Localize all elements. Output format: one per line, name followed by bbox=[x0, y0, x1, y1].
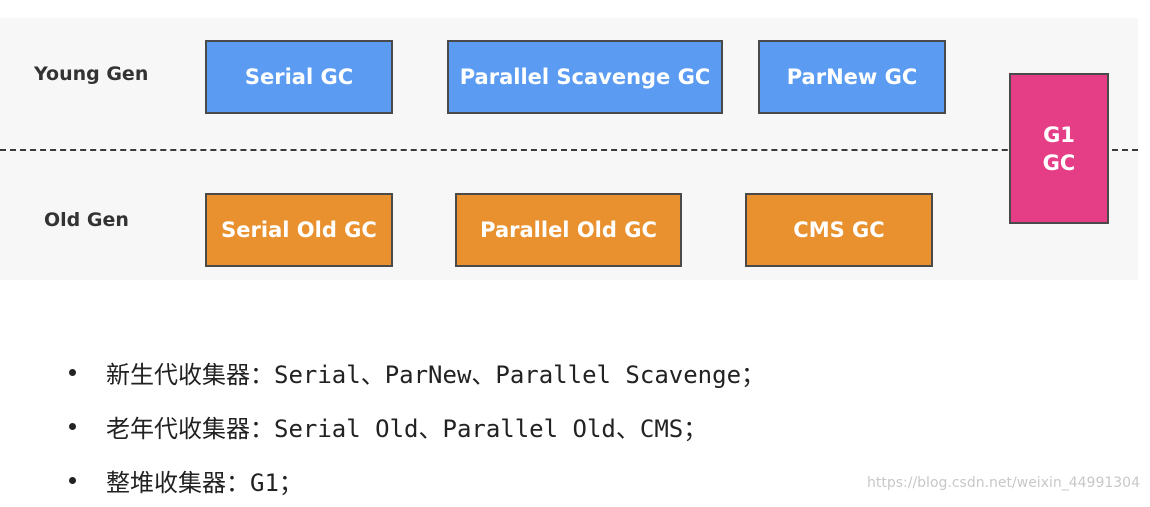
g1-gc-line1: G1 bbox=[1043, 122, 1075, 147]
generation-divider bbox=[0, 149, 1138, 151]
g1-gc-box: G1 GC bbox=[1009, 73, 1109, 224]
collector-summary-list: 新生代收集器：Serial、ParNew、Parallel Scavenge； … bbox=[60, 345, 765, 507]
serial-gc-box: Serial GC bbox=[205, 40, 393, 114]
list-item: 老年代收集器：Serial Old、Parallel Old、CMS； bbox=[60, 399, 765, 453]
bullet-icon bbox=[69, 476, 76, 484]
g1-gc-line2: GC bbox=[1042, 150, 1076, 175]
bullet-collectors: G1； bbox=[250, 468, 303, 497]
old-gen-label: Old Gen bbox=[44, 209, 129, 231]
watermark-text: https://blog.csdn.net/weixin_44991304 bbox=[866, 475, 1140, 491]
bullet-icon bbox=[69, 422, 76, 430]
bullet-icon bbox=[69, 368, 76, 376]
list-item: 新生代收集器：Serial、ParNew、Parallel Scavenge； bbox=[60, 345, 765, 399]
bullet-collectors: Serial Old、Parallel Old、CMS； bbox=[274, 414, 708, 443]
bullet-category: 新生代收集器： bbox=[106, 360, 274, 389]
list-item: 整堆收集器：G1； bbox=[60, 453, 765, 507]
parallel-old-gc-box: Parallel Old GC bbox=[455, 193, 682, 267]
bullet-category: 整堆收集器： bbox=[106, 468, 250, 497]
bullet-category: 老年代收集器： bbox=[106, 414, 274, 443]
young-gen-label: Young Gen bbox=[34, 63, 149, 85]
cms-gc-box: CMS GC bbox=[745, 193, 933, 267]
parallel-scavenge-gc-box: Parallel Scavenge GC bbox=[447, 40, 723, 114]
parnew-gc-box: ParNew GC bbox=[758, 40, 946, 114]
bullet-collectors: Serial、ParNew、Parallel Scavenge； bbox=[274, 360, 766, 389]
serial-old-gc-box: Serial Old GC bbox=[205, 193, 393, 267]
